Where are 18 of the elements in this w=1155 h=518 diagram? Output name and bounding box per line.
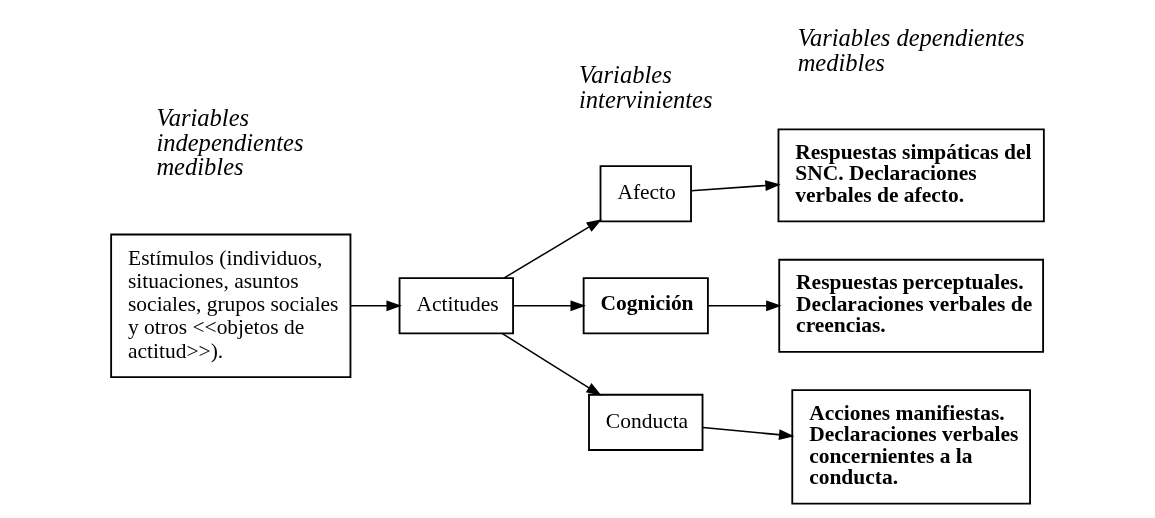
node-box: Estímulos (individuos, situaciones, asuntos sociales, grupos sociales y otros <<objetos de actitud>>).	[110, 233, 352, 379]
node-box: Cognición	[582, 277, 709, 335]
arrow	[501, 332, 602, 396]
arrow	[702, 426, 795, 441]
label: Variables independientes medibles	[156, 103, 304, 181]
arrow	[707, 300, 782, 312]
node-box: Afecto	[599, 165, 692, 223]
arrow	[349, 300, 402, 312]
arrow	[512, 300, 586, 312]
node-box: Respuestas simpáticas del SNC. Declaraciones verbales de afecto.	[777, 128, 1045, 223]
node-box: Respuestas perceptuales. Declaraciones verbales de creencias.	[778, 258, 1044, 353]
arrow	[690, 180, 781, 192]
label: Variables intervinientes	[579, 61, 713, 113]
arrow	[503, 219, 602, 279]
node-box: Conducta	[588, 393, 704, 451]
node-box: Actitudes	[398, 277, 514, 335]
label: Variables dependientes medibles	[797, 24, 1025, 76]
node-box: Acciones manifiestas. Declaraciones verbales concernientes a la conducta.	[791, 389, 1031, 505]
